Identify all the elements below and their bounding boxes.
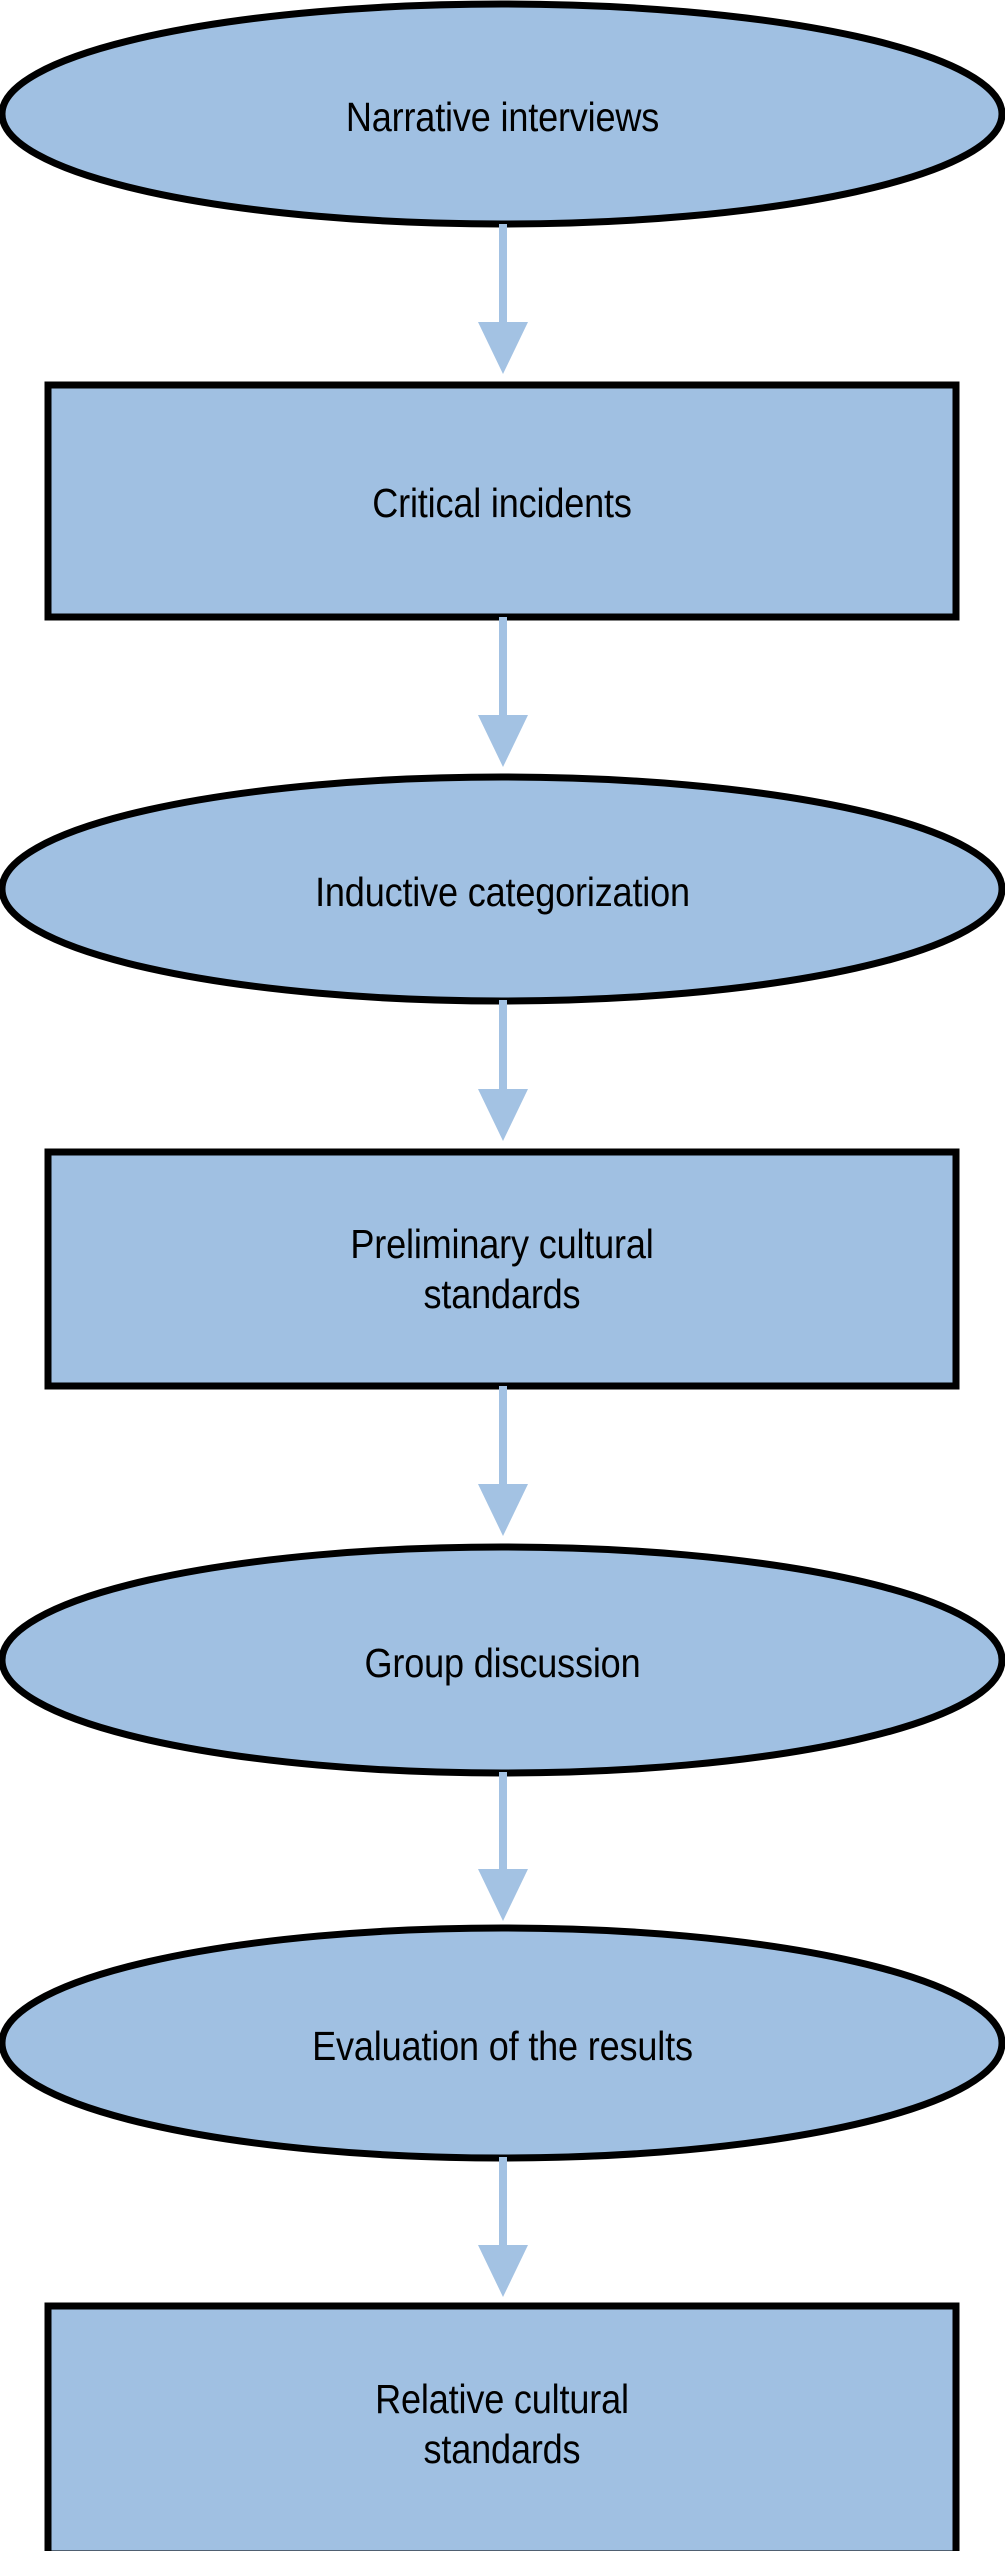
edge-1-arrowhead — [478, 322, 528, 374]
edge-inductive-categorization-to-preliminary-cultural-standards — [478, 1000, 528, 1141]
edge-4-arrowhead — [478, 1484, 528, 1536]
edge-critical-incidents-to-inductive-categorization — [478, 617, 528, 767]
edge-group-discussion-to-evaluation-of-the-results — [478, 1772, 528, 1921]
edge-preliminary-cultural-standards-to-group-discussion — [478, 1386, 528, 1536]
edge-narrative-interviews-to-critical-incidents — [478, 224, 528, 374]
edge-6-arrowhead — [478, 2245, 528, 2297]
node-group-discussion-shape[interactable] — [0, 1543, 1005, 1777]
node-relative-cultural-standards-shape[interactable] — [44, 2302, 960, 2551]
edge-5-arrowhead — [478, 1869, 528, 1921]
node-evaluation-of-the-results-shape[interactable] — [0, 1924, 1005, 2162]
node-critical-incidents-shape[interactable] — [44, 381, 960, 621]
node-inductive-categorization-shape[interactable] — [0, 773, 1005, 1005]
node-narrative-interviews-shape[interactable] — [0, 0, 1005, 228]
edge-evaluation-of-the-results-to-relative-cultural-standards — [478, 2157, 528, 2297]
node-preliminary-cultural-standards-shape[interactable] — [44, 1148, 960, 1390]
edge-3-arrowhead — [478, 1089, 528, 1141]
edge-2-arrowhead — [478, 715, 528, 767]
